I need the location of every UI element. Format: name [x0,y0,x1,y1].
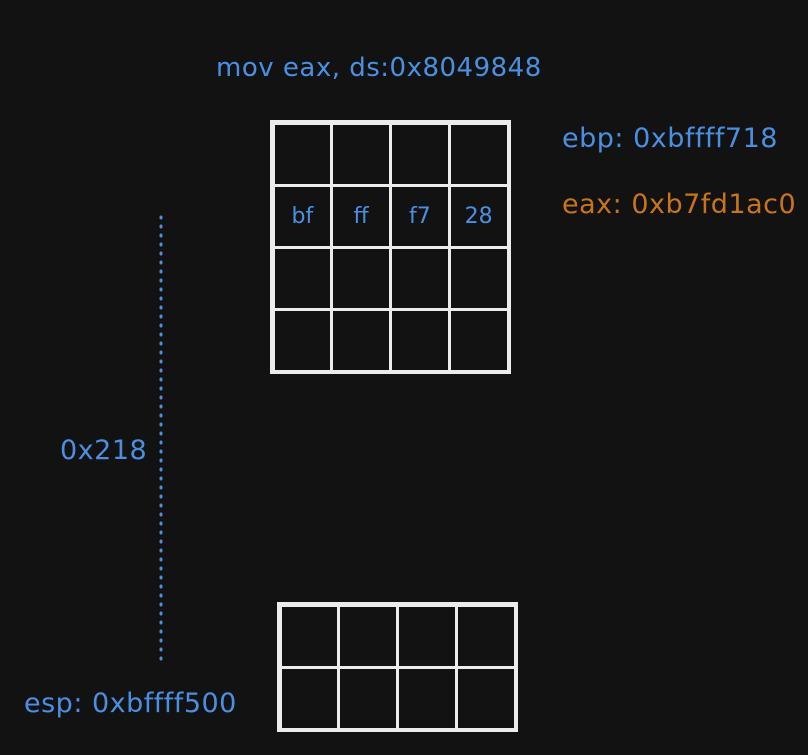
stack-cell [454,665,517,731]
stack-cell-byte: 28 [447,183,510,249]
stack-cell [396,665,458,731]
offset-label: 0x218 [60,435,148,466]
instruction-label: mov eax, ds:0x8049848 [216,53,542,83]
upper-stack-grid: bf ff f7 28 [270,120,511,374]
stack-cell [278,603,341,669]
stack-cell [389,307,451,373]
stack-cell [330,307,392,373]
stack-cell [330,121,392,187]
lower-stack-grid [277,602,518,732]
stack-cell [396,603,458,669]
stack-cell [278,665,341,731]
stack-cell [389,121,451,187]
stack-cell [271,245,334,311]
offset-dotted-line [159,215,163,665]
stack-cell [389,245,451,311]
stack-cell [330,245,392,311]
stack-cell [447,121,510,187]
stack-cell [271,121,334,187]
stack-cell [337,665,399,731]
stack-cell-byte: bf [271,183,334,249]
stack-cell-byte: f7 [389,183,451,249]
stack-cell [271,307,334,373]
stack-cell [447,307,510,373]
stack-cell [454,603,517,669]
ebp-register-label: ebp: 0xbffff718 [562,123,778,154]
esp-register-label: esp: 0xbffff500 [24,688,237,719]
stack-cell [337,603,399,669]
stack-cell-byte: ff [330,183,392,249]
eax-register-label: eax: 0xb7fd1ac0 [562,189,797,220]
stack-cell [447,245,510,311]
